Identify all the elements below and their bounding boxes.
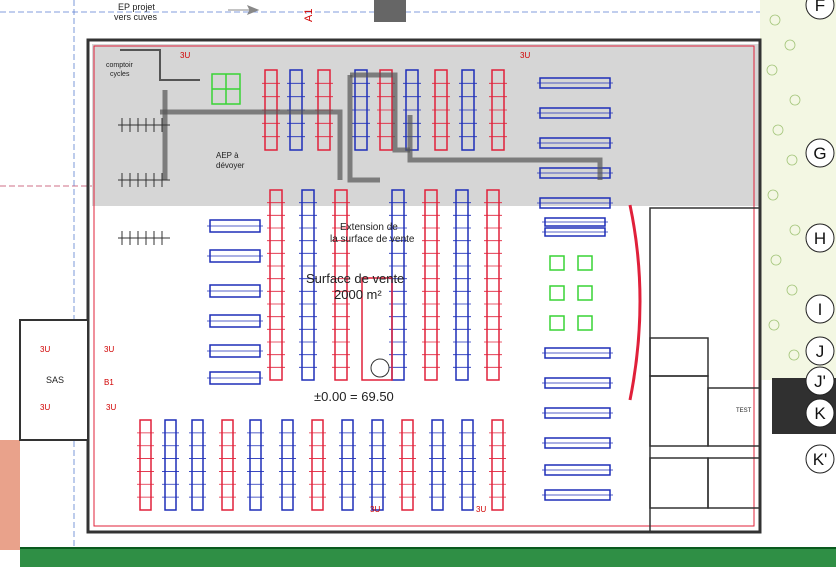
label-a1: A1 [303, 9, 315, 22]
exit-mark: 3U [370, 505, 380, 514]
rack [311, 419, 324, 511]
grid-label: H [814, 229, 826, 248]
rack [341, 419, 354, 511]
grid-bubble [805, 138, 835, 168]
grid-bubble [805, 444, 835, 474]
grid-label: K [814, 404, 826, 423]
label-vers-cuves: vers cuves [114, 12, 158, 22]
existing-zone [92, 44, 760, 206]
office-block [649, 207, 761, 533]
rack [424, 189, 438, 381]
exit-mark: 3U [104, 345, 114, 354]
curved-partition [628, 204, 642, 401]
rack [164, 419, 177, 511]
label-devoyer: dévoyer [216, 161, 245, 170]
rack [371, 419, 384, 511]
exit-mark: 3U [520, 51, 530, 60]
label-ep-projet: EP projet [118, 2, 155, 12]
stair-block [374, 0, 406, 22]
rack [491, 419, 504, 511]
label-area: 2000 m² [334, 287, 382, 302]
label-cycles: cycles [110, 71, 130, 78]
exit-mark: 3U [476, 505, 486, 514]
exit-mark: 3U [106, 403, 116, 412]
rack [269, 189, 283, 381]
rack [221, 419, 234, 511]
label-b1: B1 [104, 378, 114, 387]
tree-pattern [766, 14, 801, 361]
green-strip [20, 548, 836, 567]
label-surface-vente: Surface de vente [306, 271, 404, 286]
grid-bubble [805, 223, 835, 253]
bike-racks [118, 118, 170, 245]
grid-bubble [805, 294, 835, 324]
green-fixtures [211, 73, 593, 331]
label-level: ±0.00 = 69.50 [314, 389, 394, 404]
rack [281, 419, 294, 511]
sas-room [19, 319, 89, 441]
exit-mark: 3U [40, 403, 50, 412]
shelving-racks [137, 69, 613, 511]
grid-label: I [818, 300, 823, 319]
rack [431, 419, 444, 511]
label-sas: SAS [46, 375, 64, 385]
grid-bubble [805, 398, 835, 428]
label-test: TEST [736, 408, 752, 414]
rack [455, 189, 469, 381]
exit-mark: 3U [40, 345, 50, 354]
rack [486, 189, 500, 381]
exit-markers: 3U 3U 3U 3U 3U 3U 3U 3U [40, 51, 530, 514]
conveyor-tracks [160, 72, 603, 183]
checkout-module [361, 277, 393, 381]
label-extension: Extension de [340, 222, 398, 233]
grid-label: F [815, 0, 825, 15]
grid-bubble [805, 366, 835, 396]
grid-label: G [813, 144, 826, 163]
rack [191, 419, 204, 511]
rack [461, 419, 474, 511]
arrow-icon [228, 5, 260, 15]
grid-label: J [816, 342, 825, 361]
grid-bubble [805, 0, 835, 20]
grid-label: J' [814, 372, 826, 391]
rack [139, 419, 152, 511]
grid-bubble [805, 336, 835, 366]
label-aep: AEP à [216, 151, 239, 160]
rack [334, 189, 348, 381]
rack [249, 419, 262, 511]
grid-label: K' [813, 450, 828, 469]
grid-axes: F G H I J J' K K' [805, 0, 835, 474]
label-surface-ext: la surface de vente [330, 234, 415, 245]
rack [301, 189, 315, 381]
exit-mark: 3U [180, 51, 190, 60]
rack [401, 419, 414, 511]
label-comptoir: comptoir [106, 62, 134, 69]
gravel-strip [0, 440, 20, 550]
